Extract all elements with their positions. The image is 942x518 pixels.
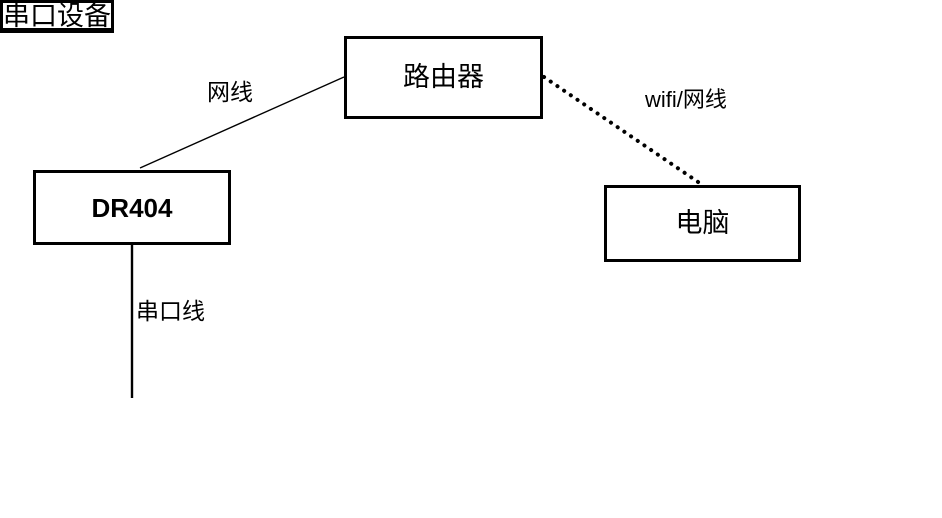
node-dr404[interactable]: DR404 [33,170,231,245]
edge-label-router-to-dr404: 网线 [207,80,253,106]
node-router[interactable]: 路由器 [344,36,543,119]
node-serial-device-label: 串口设备 [3,1,111,32]
node-dr404-label: DR404 [91,192,173,223]
node-router-label: 路由器 [403,62,484,93]
node-serial-device[interactable]: 串口设备 [0,0,114,33]
edge-label-dr404-to-serial-device: 串口线 [136,299,205,325]
node-computer[interactable]: 电脑 [604,185,801,262]
edge-label-router-to-computer: wifi/网线 [645,87,727,112]
node-computer-label: 电脑 [675,208,730,239]
